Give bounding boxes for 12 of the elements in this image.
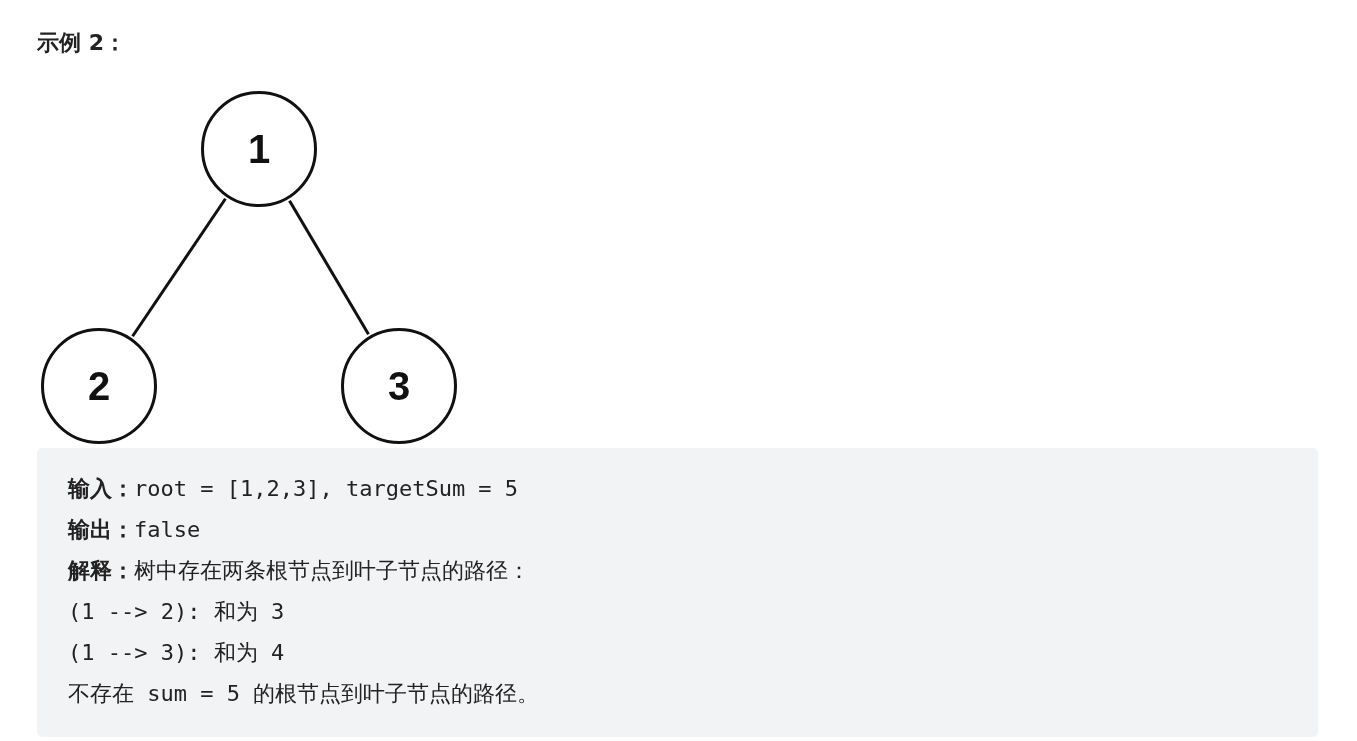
example-text: 解释：树中存在两条根节点到叶子节点的路径： <box>68 557 530 585</box>
example-text: 输出：false <box>68 516 201 544</box>
tree-node: 2 <box>41 328 157 444</box>
example-text: (1 --> 2): 和为 3 <box>68 598 285 626</box>
tree-edge <box>288 199 370 336</box>
tree-node: 3 <box>341 328 457 444</box>
heading: 示例 2： <box>37 29 126 57</box>
example-text: 不存在 sum = 5 的根节点到叶子节点的路径。 <box>68 680 540 708</box>
tree-node: 1 <box>201 91 317 207</box>
tree-edge <box>131 197 227 338</box>
example-text: (1 --> 3): 和为 4 <box>68 639 285 667</box>
example-text: 输入：root = [1,2,3], targetSum = 5 <box>68 475 519 503</box>
